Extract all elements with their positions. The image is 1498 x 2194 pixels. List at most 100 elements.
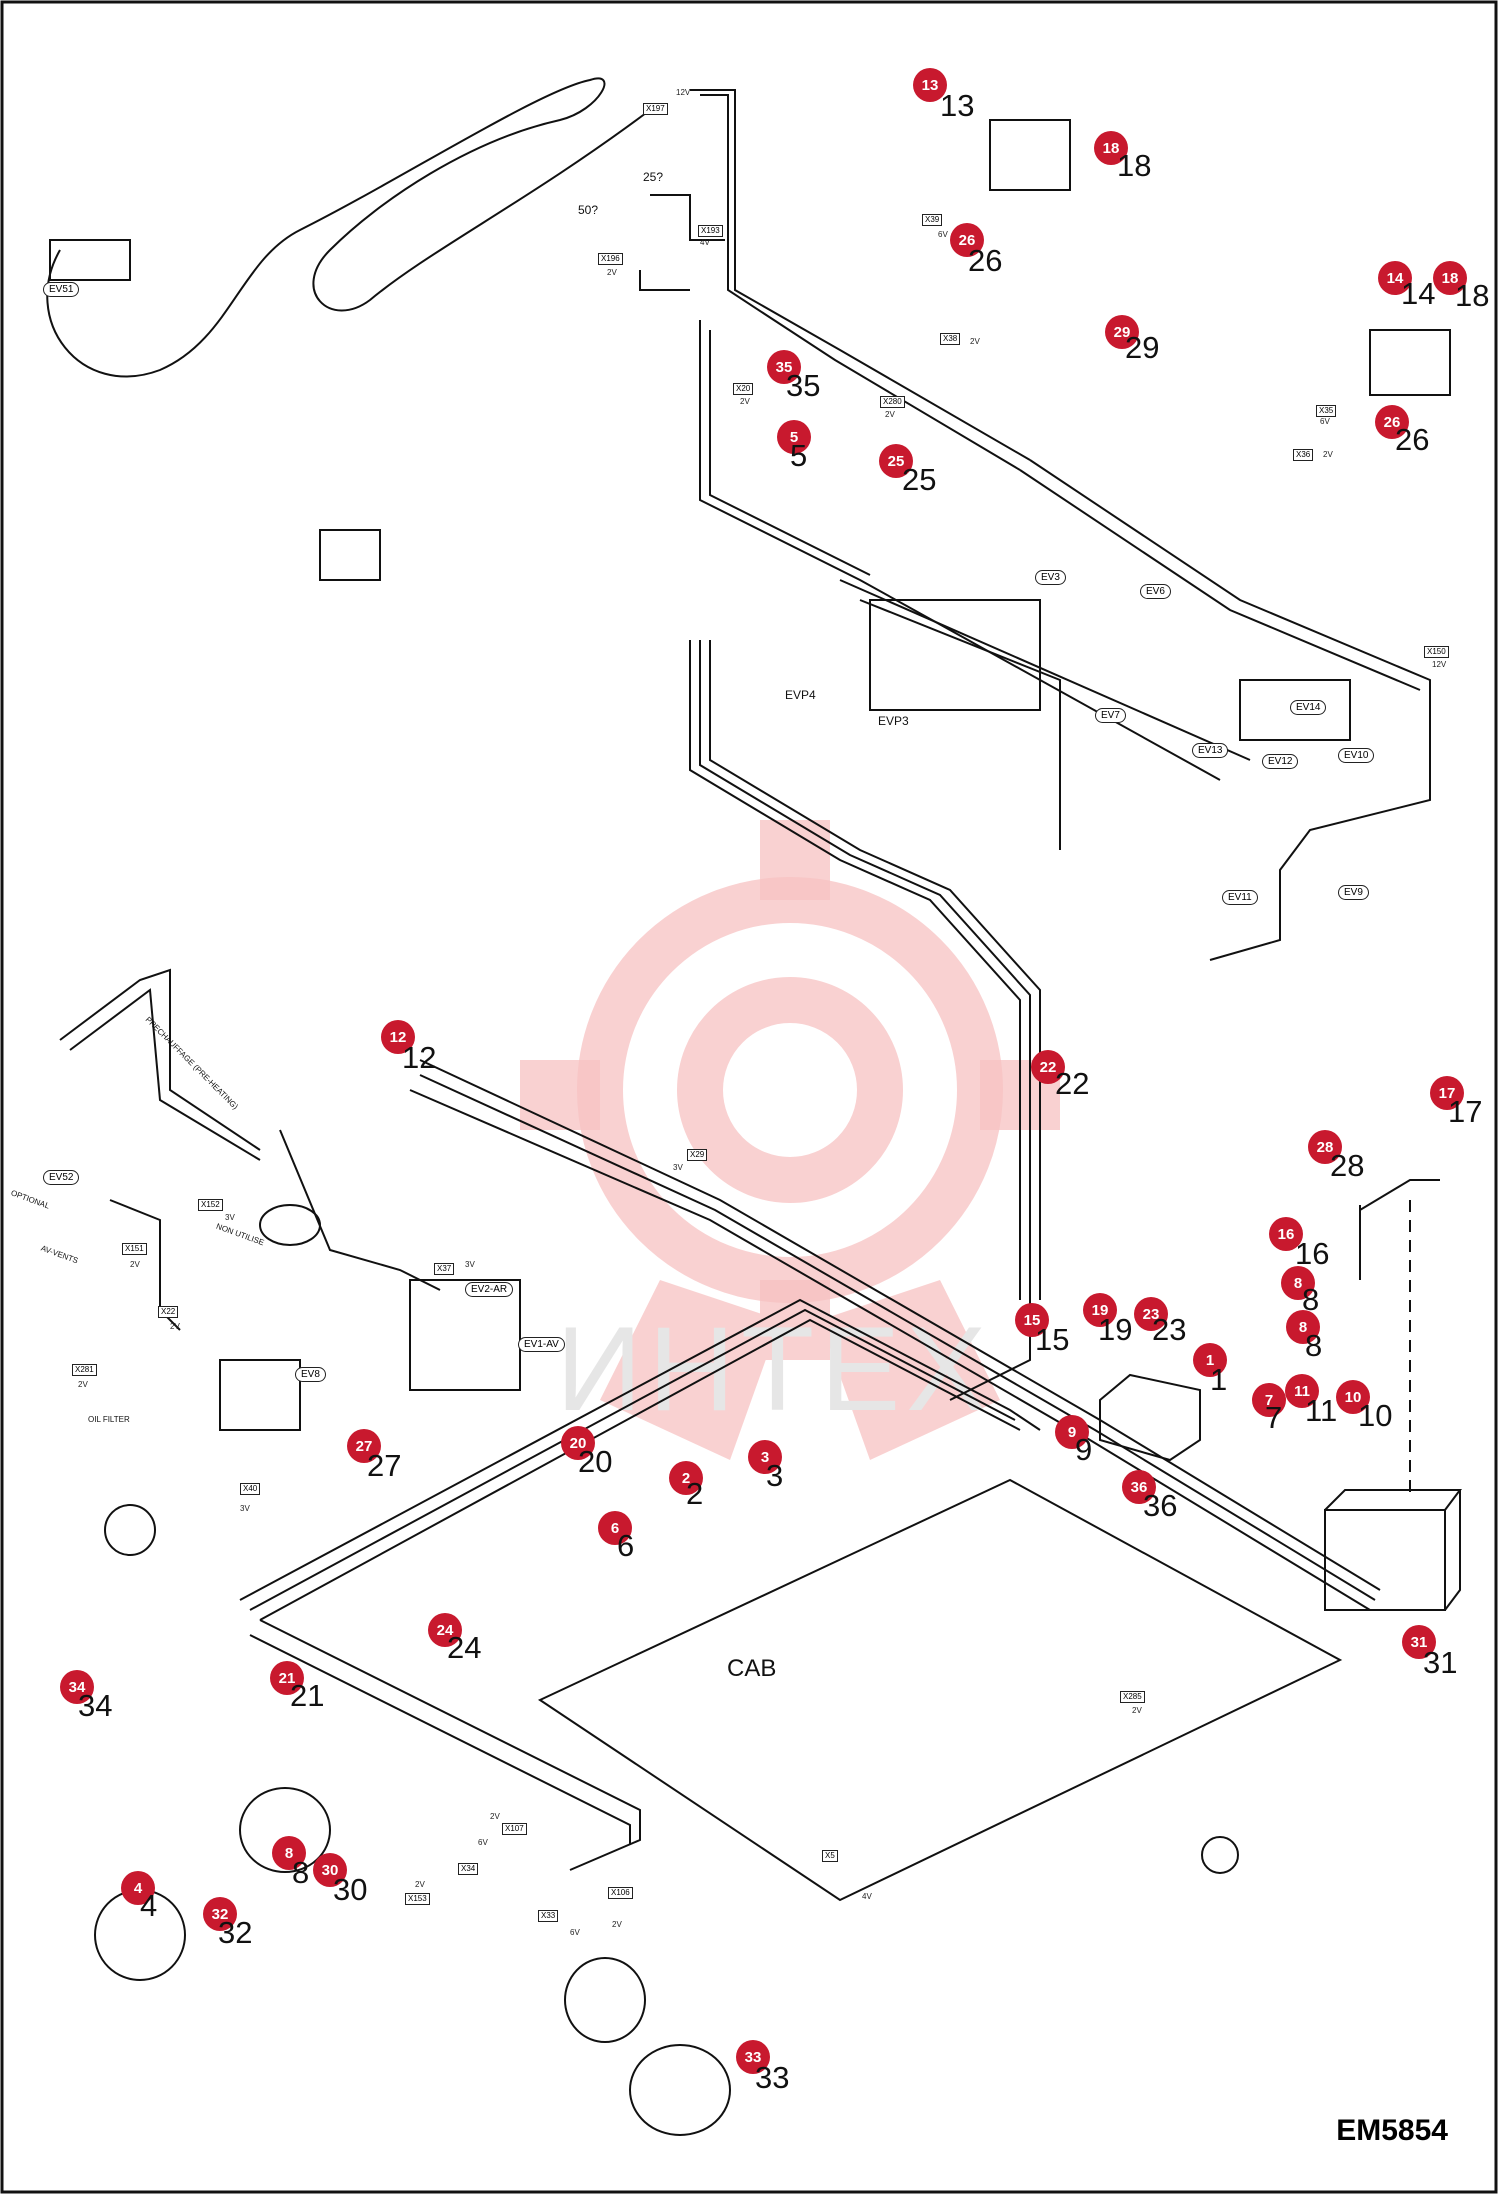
callout-7-number: 7 xyxy=(1265,1400,1283,1435)
connector-x280: X280 xyxy=(880,396,905,408)
connector-x40-voltage: 3V xyxy=(240,1504,250,1513)
connector-x22-voltage: 2V xyxy=(170,1322,180,1331)
connector-x280-voltage: 2V xyxy=(885,410,895,419)
valve-ev9: EV9 xyxy=(1338,885,1369,900)
valve-ev12: EV12 xyxy=(1262,754,1299,769)
diagram-code: EM5854 xyxy=(1336,2114,1448,2147)
connector-x285-voltage: 2V xyxy=(1132,1706,1142,1715)
callout-8b-number: 8 xyxy=(1305,1328,1323,1363)
connector-x193-voltage: 4V xyxy=(700,238,710,247)
callout-16-number: 16 xyxy=(1295,1236,1330,1271)
callout-23-badge: 23 xyxy=(1134,1297,1168,1331)
callout-1-number: 1 xyxy=(1210,1362,1228,1397)
callout-31-number: 31 xyxy=(1423,1645,1458,1680)
callout-11-number: 11 xyxy=(1305,1393,1338,1428)
connector-x34-voltage: 6V xyxy=(478,1838,488,1847)
connector-x40: X40 xyxy=(240,1483,261,1495)
callout-26b-number: 26 xyxy=(1395,422,1430,457)
callout-28-number: 28 xyxy=(1330,1148,1365,1183)
connector-x35-voltage: 6V xyxy=(1320,417,1330,426)
callout-6-badge: 6 xyxy=(598,1511,632,1545)
callout-14-badge: 14 xyxy=(1378,261,1412,295)
callout-5-badge: 5 xyxy=(777,420,811,454)
connector-x196-voltage: 2V xyxy=(607,268,617,277)
connector-x37-voltage: 3V xyxy=(465,1260,475,1269)
connector-x150: X150 xyxy=(1424,646,1449,658)
callout-3-badge: 3 xyxy=(748,1440,782,1474)
connector-x197-voltage: 12V xyxy=(676,88,691,97)
valve-ev10: EV10 xyxy=(1338,748,1375,763)
label-oil-filter: OIL FILTER xyxy=(88,1415,130,1424)
callout-4-number: 4 xyxy=(140,1888,158,1923)
watermark-text: ИНТЕХ xyxy=(556,1302,993,1436)
callout-10-number: 10 xyxy=(1358,1398,1393,1433)
valve-ev2-ar: EV2-AR xyxy=(465,1282,514,1297)
connector-x106: X106 xyxy=(608,1887,633,1899)
callout-34-badge: 34 xyxy=(60,1670,94,1704)
callout-2-number: 2 xyxy=(686,1476,704,1511)
connector-x39: X39 xyxy=(922,214,943,226)
callout-25-number: 25 xyxy=(902,462,937,497)
connector-x34: X34 xyxy=(458,1863,479,1875)
callout-23-number: 23 xyxy=(1152,1312,1187,1347)
connector-x29-voltage: 3V xyxy=(673,1163,683,1172)
callout-17-badge: 17 xyxy=(1430,1076,1464,1110)
connector-x38-voltage: 2V xyxy=(970,337,980,346)
cab-label: CAB xyxy=(727,1655,777,1682)
callout-28-badge: 28 xyxy=(1308,1130,1342,1164)
callout-22-number: 22 xyxy=(1055,1066,1090,1101)
callout-7-badge: 7 xyxy=(1252,1383,1286,1417)
callout-13-number: 13 xyxy=(940,88,975,123)
callout-4-badge: 4 xyxy=(121,1871,155,1905)
connector-x22: X22 xyxy=(158,1306,179,1318)
callout-8c-badge: 8 xyxy=(272,1836,306,1870)
valve-ev13: EV13 xyxy=(1192,743,1229,758)
connector-x196: X196 xyxy=(598,253,623,265)
callout-33-number: 33 xyxy=(755,2060,790,2095)
callout-26-number: 26 xyxy=(968,243,1003,278)
callout-36-number: 36 xyxy=(1143,1488,1178,1523)
connector-x150-voltage: 12V xyxy=(1432,660,1447,669)
callout-6-number: 6 xyxy=(617,1528,635,1563)
valve-ev51: EV51 xyxy=(43,282,80,297)
callout-35-badge: 35 xyxy=(767,350,801,384)
connector-x281-voltage: 2V xyxy=(78,1380,88,1389)
callout-1-badge: 1 xyxy=(1193,1343,1227,1377)
callout-12-number: 12 xyxy=(402,1040,437,1075)
callout-35-number: 35 xyxy=(786,368,821,403)
connector-x152: X152 xyxy=(198,1199,223,1211)
callout-15-badge: 15 xyxy=(1015,1303,1049,1337)
callout-32-number: 32 xyxy=(218,1915,253,1950)
callout-31-badge: 31 xyxy=(1402,1625,1436,1659)
callout-20-number: 20 xyxy=(578,1444,613,1479)
valve-ev11: EV11 xyxy=(1222,890,1258,905)
callout-30-badge: 30 xyxy=(313,1853,347,1887)
connector-x107: X107 xyxy=(502,1823,527,1835)
connector-x35: X35 xyxy=(1316,405,1337,417)
callout-34-number: 34 xyxy=(78,1688,113,1723)
callout-18b-badge: 18 xyxy=(1433,261,1467,295)
connector-x153-voltage: 2V xyxy=(415,1880,425,1889)
callout-8c-number: 8 xyxy=(292,1855,310,1890)
callout-5-number: 5 xyxy=(790,438,808,473)
connector-x33: X33 xyxy=(538,1910,559,1922)
label-25q: 25? xyxy=(643,170,664,184)
callout-18-number: 18 xyxy=(1117,148,1152,183)
callout-15-number: 15 xyxy=(1035,1322,1070,1357)
callout-18b-number: 18 xyxy=(1455,278,1490,313)
callout-19-badge: 19 xyxy=(1083,1293,1117,1327)
connector-x38: X38 xyxy=(940,333,961,345)
connector-x151: X151 xyxy=(122,1243,147,1255)
connector-x36: X36 xyxy=(1293,449,1314,461)
valve-evp4: EVP4 xyxy=(785,688,816,702)
connector-x5: X5 xyxy=(822,1850,838,1862)
callout-29-badge: 29 xyxy=(1105,315,1139,349)
callout-8a-number: 8 xyxy=(1302,1282,1320,1317)
callout-17-number: 17 xyxy=(1448,1094,1483,1129)
callout-19-number: 19 xyxy=(1098,1312,1133,1347)
callout-24-number: 24 xyxy=(447,1630,482,1665)
callout-27-badge: 27 xyxy=(347,1429,381,1463)
callout-32-badge: 32 xyxy=(203,1897,237,1931)
callout-30-number: 30 xyxy=(333,1872,368,1907)
callout-8b-badge: 8 xyxy=(1286,1310,1320,1344)
